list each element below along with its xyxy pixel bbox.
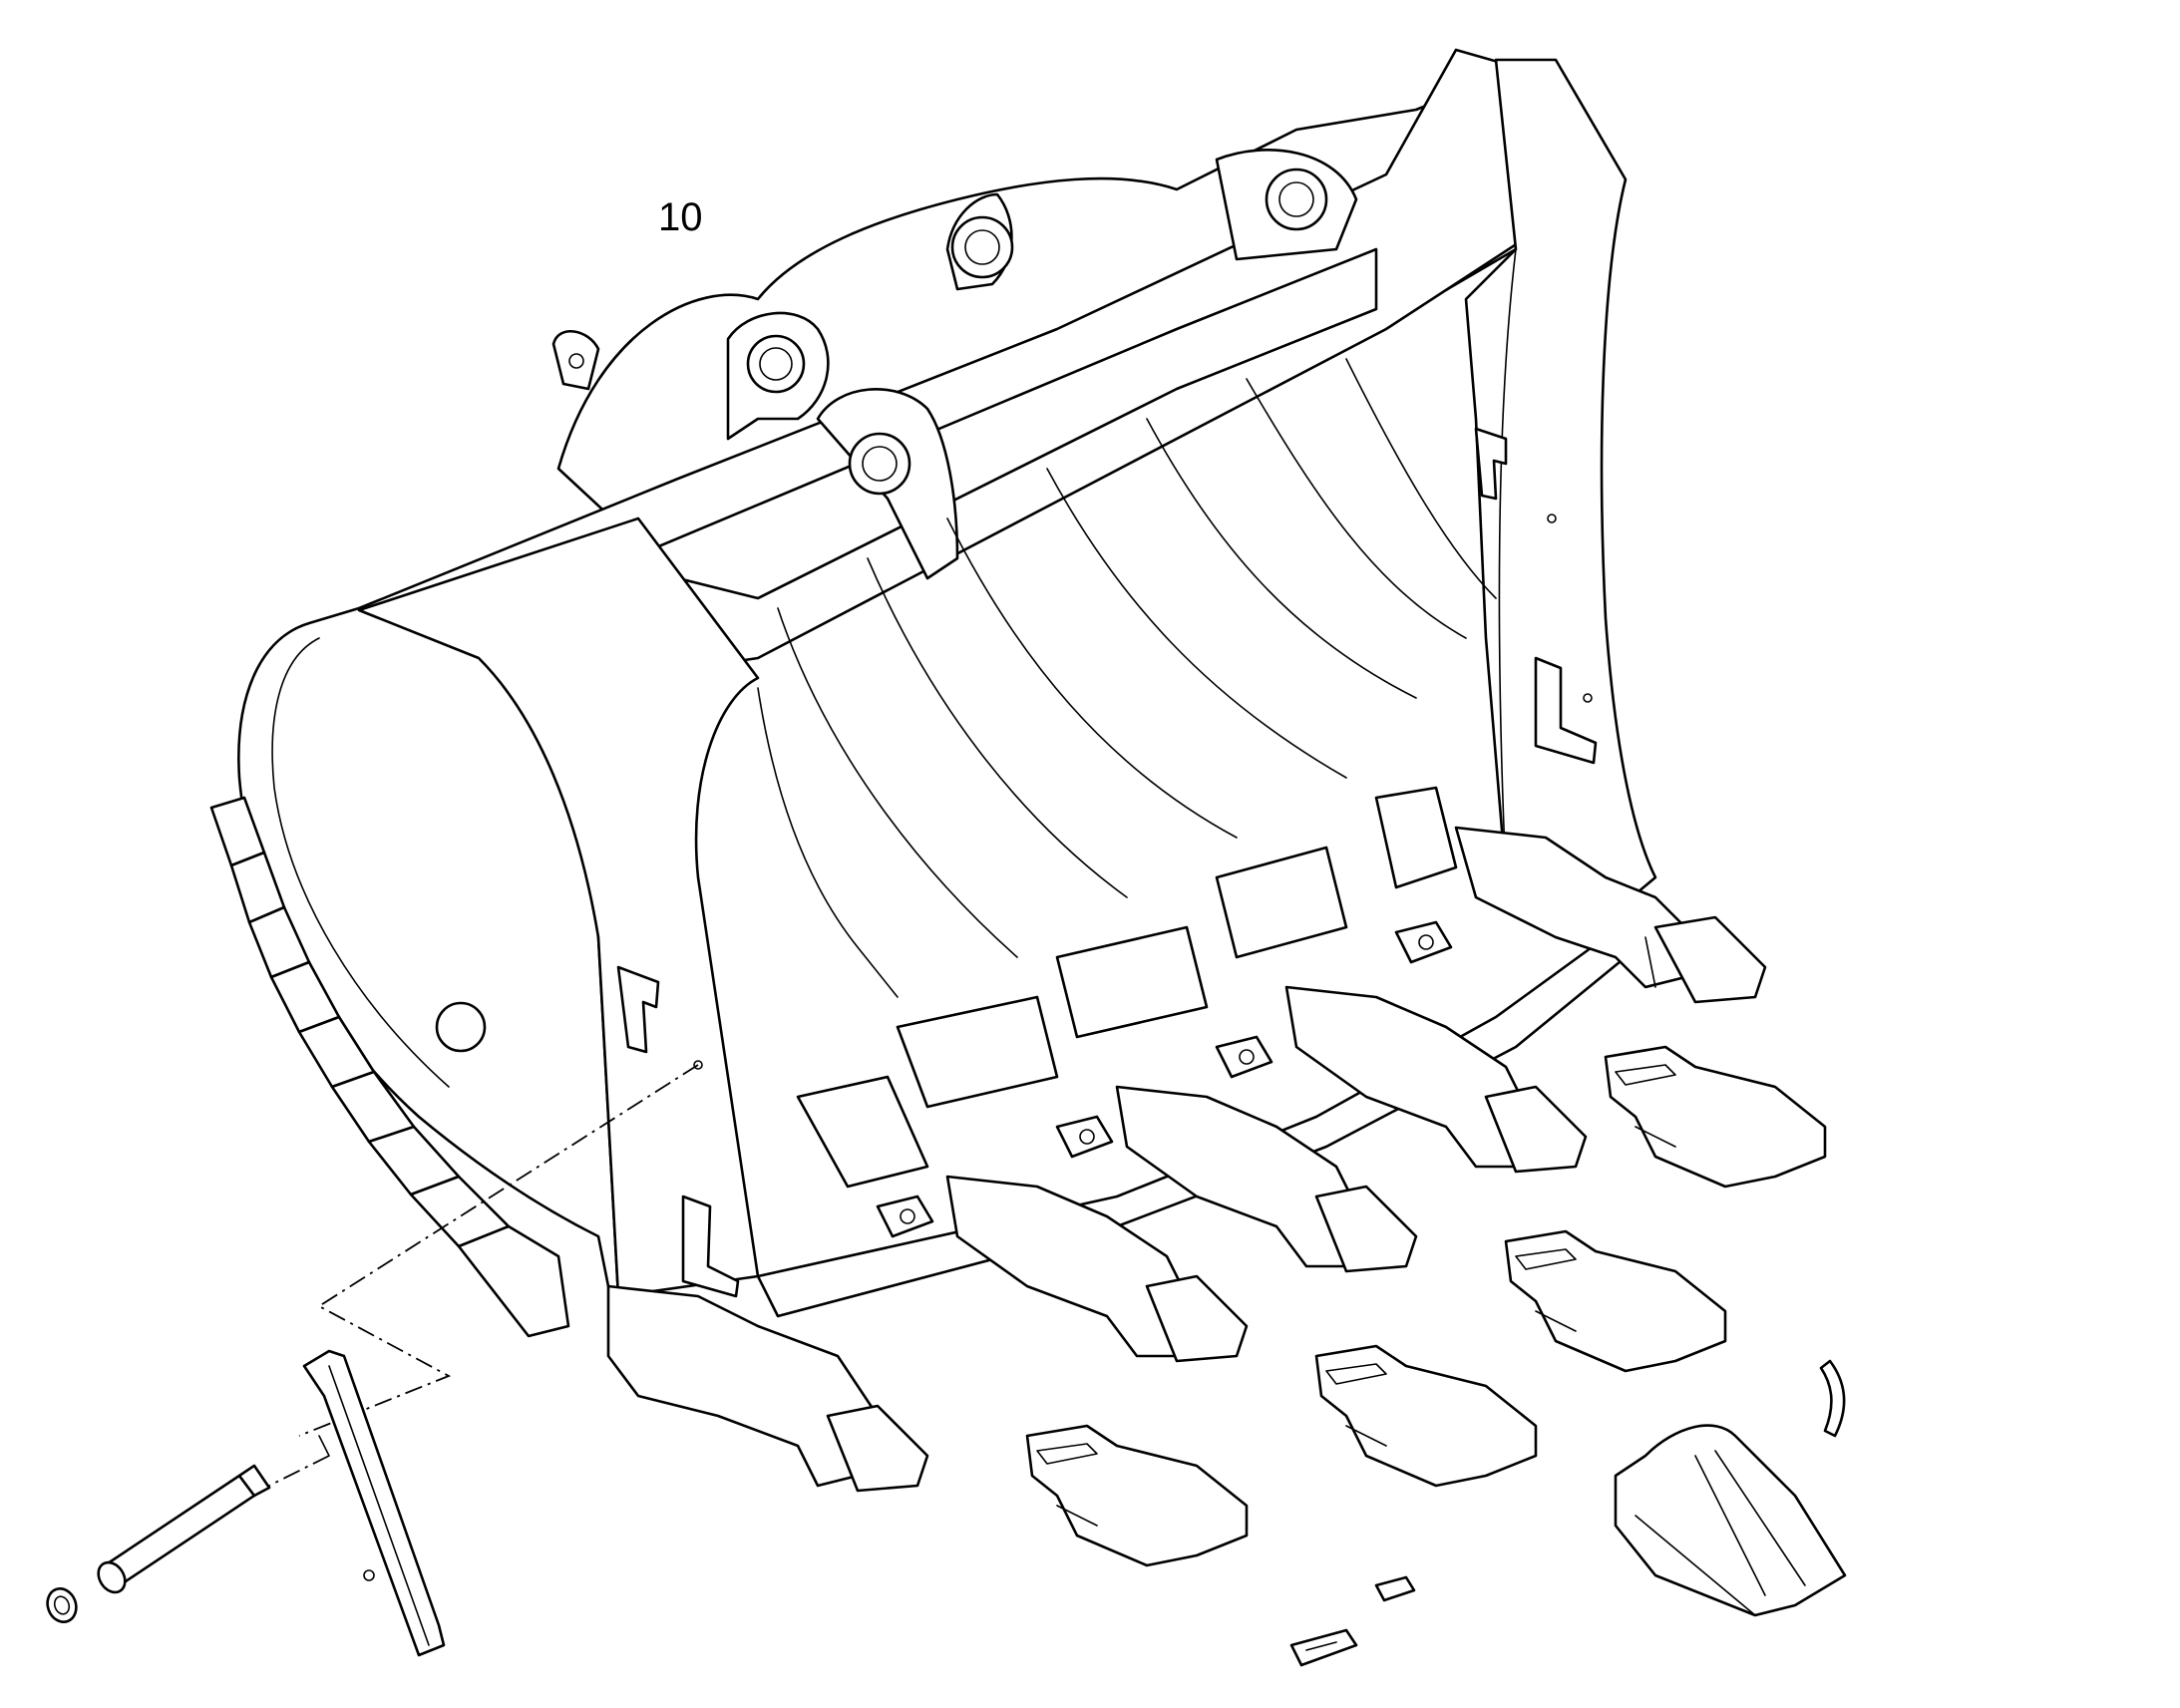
tooth-tip-2	[1314, 1344, 1538, 1488]
lip-pocket-1	[876, 1195, 934, 1238]
tooth-tip-3	[1504, 1229, 1727, 1373]
bucket-body-icon	[237, 48, 1657, 1318]
side-cutter-icon	[209, 796, 570, 1338]
lip-pocket-2	[1055, 1115, 1114, 1159]
tooth-tip-4	[1604, 1045, 1827, 1189]
retainer-clip-icon	[1289, 1575, 1416, 1667]
tooth-tip-1	[1025, 1424, 1249, 1567]
lock-ring-icon	[1819, 1359, 1846, 1438]
tooth-tip-icon	[1025, 1045, 1847, 1617]
lip-pocket-3	[1215, 1035, 1273, 1079]
washer-icon	[46, 1587, 78, 1623]
lock-bar-icon	[302, 1349, 446, 1657]
callout-10: 10	[658, 195, 703, 239]
retainer-pin-icon	[97, 1464, 271, 1594]
tooth-tip-large	[1614, 1424, 1847, 1617]
lip-pocket-4	[1394, 920, 1453, 964]
tooth-adapter-icon	[606, 826, 1767, 1493]
